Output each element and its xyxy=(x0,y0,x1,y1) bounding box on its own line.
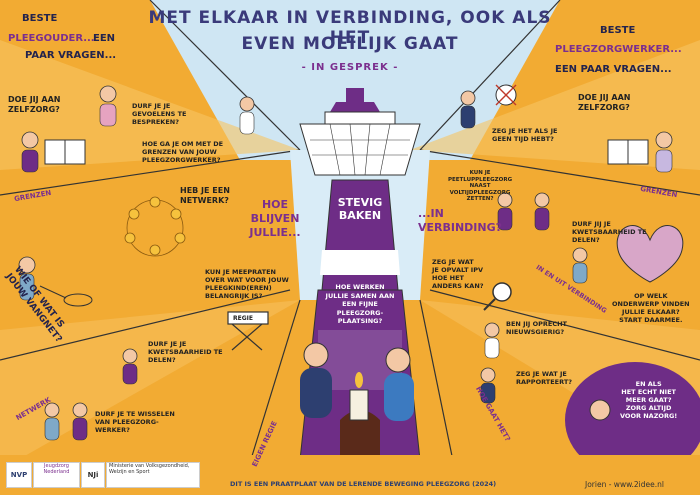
hoe-blijven-jullie: HOE BLIJVEN JULLIE... xyxy=(249,198,301,239)
left-q-meepraten: KUN JE MEEPRATEN OVER WAT VOOR JOUW PLEE… xyxy=(205,268,289,300)
left-q-wisselen: DURF JE TE WISSELEN VAN PLEEGZORG- WERKE… xyxy=(95,410,175,434)
title-line-2: EVEN MOEILIJK GAAT xyxy=(241,34,459,54)
logo-nji: NJi xyxy=(81,462,105,488)
logo-nvp: NVP xyxy=(6,462,32,488)
left-q-grenzen: HOE GA JE OM MET DE GRENZEN VAN JOUW PLE… xyxy=(142,140,224,164)
in-verbinding: ...IN VERBINDING? xyxy=(418,207,503,234)
right-q-nazorg: EN ALS HET ECHT NIET MEER GAAT? ZORG ALT… xyxy=(620,380,678,420)
logo-nji-text: NJi xyxy=(87,471,99,479)
right-q-spelen: KUN JE PEETLUPPLEEGZORG NAAST VOLTIJDPLE… xyxy=(448,170,513,202)
logo-jeugdzorg-text: Jeugdzorg Nederland xyxy=(43,463,70,475)
right-q-nieuwsgierig: BEN JIJ OPRECHT NIEUWSGIERIG? xyxy=(506,320,567,336)
left-greeting-3: EEN xyxy=(93,33,116,44)
left-q-zelfzorg: DOE JIJ AAN ZELFZORG? xyxy=(8,95,61,114)
logo-jeugdzorg: Jeugdzorg Nederland xyxy=(33,462,80,488)
logo-ministerie-text: Ministerie van Volksgezondheid, Welzijn … xyxy=(109,463,190,475)
footer-praatplaat: DIT IS EEN PRAATPLAAT VAN DE LERENDE BEW… xyxy=(230,480,497,488)
right-greeting-2: PLEEGZORGWERKER... xyxy=(555,44,682,55)
subtitle: - IN GESPREK - xyxy=(301,62,399,73)
right-q-tijd: ZEG JE HET ALS JE GEEN TIJD HEBT? xyxy=(492,127,558,143)
right-q-kwetsbaar: DURF JIJ JE KWETSBAARHEID TE DELEN? xyxy=(572,220,647,244)
footer-credit: Jorien - www.2idee.nl xyxy=(585,480,664,489)
right-q-zelfzorg: DOE JIJ AAN ZELFZORG? xyxy=(578,93,631,112)
regie-label: REGIE xyxy=(233,315,253,322)
left-q-kwetsbaar: DURF JE JE KWETSBAARHEID TE DELEN? xyxy=(148,340,223,364)
right-q-onderwerp: OP WELK ONDERWERP VINDEN JULLIE ELKAAR? … xyxy=(612,292,690,324)
left-greeting-1: BESTE xyxy=(22,13,58,24)
left-greeting-2: PLEEGOUDER... xyxy=(8,33,95,44)
logo-ministerie: Ministerie van Volksgezondheid, Welzijn … xyxy=(106,462,200,488)
left-q-netwerk: HEB JE EEN NETWERK? xyxy=(180,186,230,205)
right-q-opvalt: ZEG JE WAT JE OPVALT IPV HOE HET ANDERS … xyxy=(432,258,484,290)
lighthouse-question: HOE WERKEN JULLIE SAMEN AAN EEN FIJNE PL… xyxy=(325,283,395,325)
left-q-gevoelens: DURF JE JE GEVOELENS TE BESPREKEN? xyxy=(132,102,187,126)
left-greeting-4: PAAR VRAGEN... xyxy=(25,50,117,61)
stevig-baken: STEVIG BAKEN xyxy=(337,196,383,222)
right-greeting-1: BESTE xyxy=(600,25,636,36)
right-q-rapporteert: ZEG JE WAT JE RAPPORTEERT? xyxy=(516,370,573,386)
title-line-1: MET ELKAAR IN VERBINDING, OOK ALS HET xyxy=(148,8,552,48)
right-greeting-3: EEN PAAR VRAGEN... xyxy=(555,64,672,75)
logo-nvp-text: NVP xyxy=(10,471,28,479)
